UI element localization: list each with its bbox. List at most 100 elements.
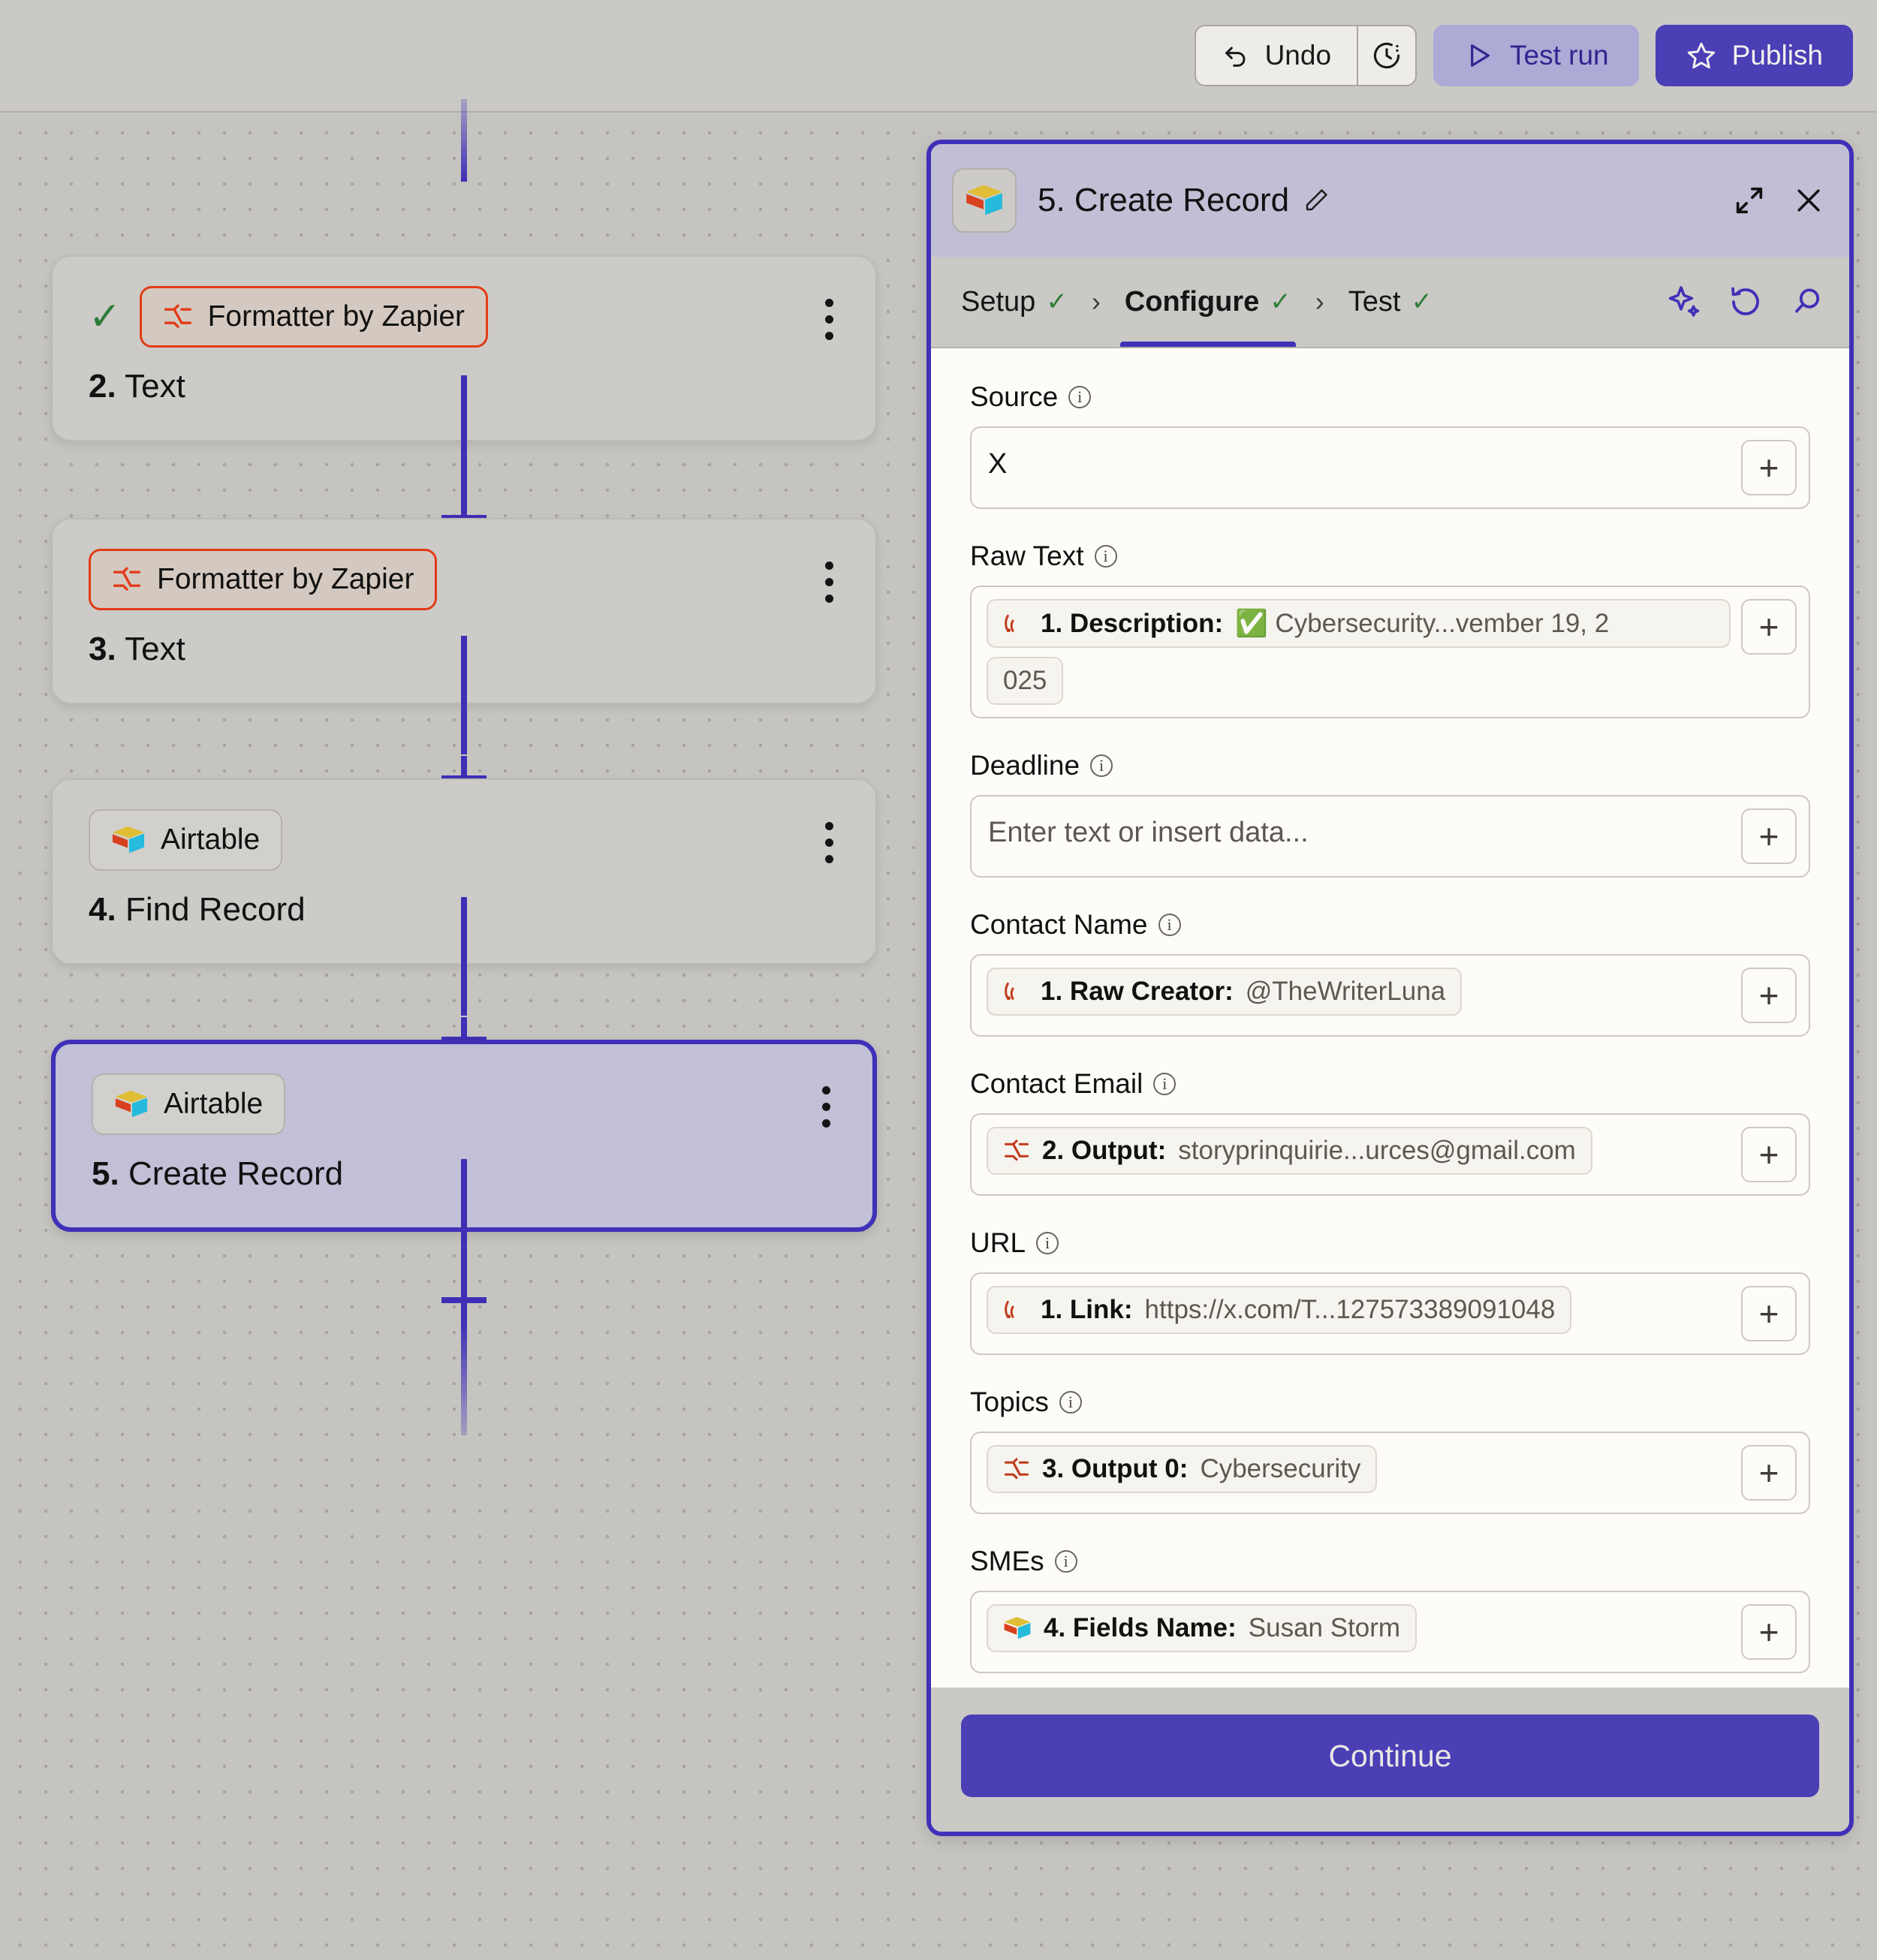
token-key: 2. Output: [1042, 1136, 1167, 1165]
raw-text-input[interactable]: 1. Description: ✅ Cybersecurity...vember… [970, 586, 1810, 718]
close-icon[interactable] [1792, 184, 1825, 217]
refresh-icon[interactable] [1728, 284, 1764, 320]
app-name-label: Formatter by Zapier [157, 563, 414, 595]
deadline-input[interactable]: Enter text or insert data... + [970, 795, 1810, 878]
pencil-icon[interactable] [1303, 187, 1330, 214]
undo-arrow-icon [1222, 41, 1252, 71]
app-name-label: Airtable [161, 823, 261, 856]
airtable-icon [114, 1089, 149, 1119]
input-content: X [984, 440, 1731, 488]
field-topics: Topics i 3. Output 0: Cyber [970, 1386, 1810, 1514]
info-icon[interactable]: i [1094, 545, 1117, 568]
input-content: 1. Link: https://x.com/T...1275733890910… [984, 1286, 1731, 1334]
info-icon[interactable]: i [1068, 386, 1092, 408]
continue-button[interactable]: Continue [961, 1715, 1819, 1797]
field-label: URL i [970, 1227, 1810, 1259]
panel-header-actions [1732, 183, 1825, 218]
token-value: Cybersecurity [1200, 1454, 1361, 1483]
panel-form-body[interactable]: Source i X + Raw Text i [931, 348, 1849, 1688]
data-token[interactable]: 1. Link: https://x.com/T...1275733890910… [987, 1286, 1572, 1334]
contact-name-input[interactable]: 1. Raw Creator: @TheWriterLuna + [970, 954, 1810, 1037]
insert-data-button[interactable]: + [1741, 440, 1797, 495]
tab-separator: › [1315, 286, 1324, 317]
info-icon[interactable]: i [1054, 1550, 1077, 1573]
insert-data-button[interactable]: + [1741, 1127, 1797, 1182]
publish-button[interactable]: Publish [1655, 25, 1853, 86]
insert-data-button[interactable]: + [1741, 1604, 1797, 1660]
search-icon[interactable] [1789, 284, 1825, 320]
node-header: Formatter by Zapier [53, 519, 875, 610]
insert-data-button[interactable]: + [1741, 599, 1797, 655]
tab-configure[interactable]: Configure ✓ [1119, 257, 1296, 347]
top-toolbar: Undo Test run Publish [0, 0, 1877, 113]
field-raw-text: Raw Text i 1. Description: ✅ Cybersecuri… [970, 540, 1810, 718]
input-content: 1. Raw Creator: @TheWriterLuna [984, 968, 1731, 1016]
token-key: 3. Output 0: [1042, 1454, 1189, 1483]
timer-icon-button[interactable] [1357, 25, 1418, 86]
undo-button[interactable]: Undo [1194, 25, 1357, 86]
info-icon[interactable]: i [1158, 914, 1181, 936]
contact-email-input[interactable]: 2. Output: storyprinquirie...urces@gmail… [970, 1113, 1810, 1196]
node-header: Airtable [56, 1044, 872, 1135]
topics-input[interactable]: 3. Output 0: Cybersecurity + [970, 1432, 1810, 1514]
data-token[interactable]: 4. Fields Name: Susan Storm [987, 1604, 1418, 1652]
insert-data-button[interactable]: + [1741, 1286, 1797, 1341]
node-menu-button[interactable] [825, 822, 833, 863]
add-step-button[interactable] [441, 1278, 487, 1323]
tab-setup-label: Setup [961, 285, 1036, 318]
data-token[interactable]: 3. Output 0: Cybersecurity [987, 1445, 1378, 1493]
tab-test-label: Test [1348, 285, 1401, 318]
tab-test[interactable]: Test ✓ [1344, 257, 1437, 347]
info-icon[interactable]: i [1036, 1232, 1059, 1254]
airtable-icon [952, 168, 1017, 233]
app-name-label: Airtable [164, 1088, 264, 1120]
test-run-button[interactable]: Test run [1433, 25, 1639, 86]
field-label: Deadline i [970, 750, 1810, 781]
data-token-overflow[interactable]: 025 [987, 657, 1064, 705]
smes-input[interactable]: 4. Fields Name: Susan Storm + [970, 1591, 1810, 1673]
info-icon[interactable]: i [1090, 754, 1113, 777]
insert-data-button[interactable]: + [1741, 1445, 1797, 1501]
node-menu-button[interactable] [822, 1086, 830, 1128]
source-input[interactable]: X + [970, 426, 1810, 509]
info-icon[interactable]: i [1153, 1073, 1177, 1095]
url-input[interactable]: 1. Link: https://x.com/T...1275733890910… [970, 1272, 1810, 1355]
field-label-text: Source [970, 381, 1059, 412]
field-contact-email: Contact Email i 2. Output: [970, 1068, 1810, 1196]
node-title: 2. Text [53, 347, 875, 440]
token-key: 1. Link: [1041, 1295, 1133, 1324]
field-label-text: Contact Name [970, 909, 1148, 940]
node-step-label: Text [125, 631, 185, 667]
tab-setup[interactable]: Setup ✓ [957, 257, 1072, 347]
info-icon[interactable]: i [1059, 1391, 1082, 1414]
node-menu-button[interactable] [825, 562, 833, 603]
expand-icon[interactable] [1732, 183, 1767, 218]
undo-label: Undo [1264, 40, 1332, 71]
ai-sparkle-icon[interactable] [1666, 284, 1702, 320]
app-name-label: Formatter by Zapier [207, 300, 465, 333]
insert-data-button[interactable]: + [1741, 968, 1797, 1023]
undo-group: Undo [1194, 25, 1418, 86]
tab-separator: › [1091, 286, 1101, 317]
node-step-number: 2. [89, 368, 116, 405]
node-step-label: Create Record [128, 1155, 344, 1192]
field-label-text: Deadline [970, 750, 1080, 781]
source-value: X [988, 447, 1008, 480]
connector-line [461, 1323, 467, 1435]
panel-title-text: 5. Create Record [1038, 182, 1290, 218]
step-config-panel: 5. Create Record Setup [926, 140, 1854, 1836]
node-title: 3. Text [53, 610, 875, 703]
node-menu-button[interactable] [825, 299, 833, 340]
token-value: Susan Storm [1248, 1613, 1401, 1642]
data-token[interactable]: 1. Raw Creator: @TheWriterLuna [987, 968, 1463, 1016]
flow-node-3-text[interactable]: Formatter by Zapier 3. Text [51, 518, 877, 704]
field-source: Source i X + [970, 381, 1810, 509]
field-label-text: URL [970, 1227, 1026, 1258]
airtable-icon [111, 825, 146, 855]
data-token[interactable]: 2. Output: storyprinquirie...urces@gmail… [987, 1127, 1592, 1175]
check-icon: ✓ [1411, 288, 1433, 316]
insert-data-button[interactable]: + [1741, 808, 1797, 864]
data-token[interactable]: 1. Description: ✅ Cybersecurity...vember… [987, 599, 1731, 648]
panel-title: 5. Create Record [1038, 182, 1330, 219]
token-value: https://x.com/T...127573389091048 [1144, 1295, 1556, 1324]
